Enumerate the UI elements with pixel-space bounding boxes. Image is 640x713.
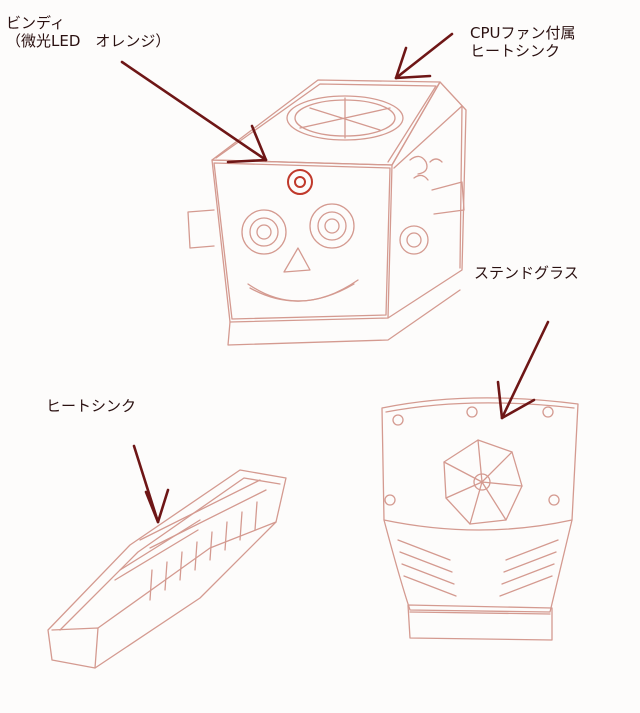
annotation-cpu-line1: CPUファン付属 <box>470 24 576 42</box>
annotation-stained-glass: ステンドグラス <box>474 264 579 282</box>
arrow-icon <box>132 444 170 524</box>
arrow-icon <box>496 320 550 420</box>
annotation-heatsink: ヒートシンク <box>46 397 137 415</box>
annotation-cpu-fan-heatsink: CPUファン付属 ヒートシンク <box>470 24 576 60</box>
annotation-bindi: ビンディ （微光LED オレンジ） <box>6 14 170 50</box>
stained-glass-sketch <box>381 397 579 641</box>
annotation-bindi-line2: （微光LED オレンジ） <box>6 32 171 50</box>
annotation-bindi-line1: ビンディ <box>6 14 65 32</box>
heatsink-sketch <box>47 469 287 669</box>
arrow-icon <box>120 60 268 164</box>
robot-head-sketch <box>187 79 467 346</box>
annotation-arrows <box>120 32 550 524</box>
annotation-cpu-line2: ヒートシンク <box>470 42 561 60</box>
arrow-icon <box>394 32 454 80</box>
bindi-led-mark <box>287 169 313 195</box>
